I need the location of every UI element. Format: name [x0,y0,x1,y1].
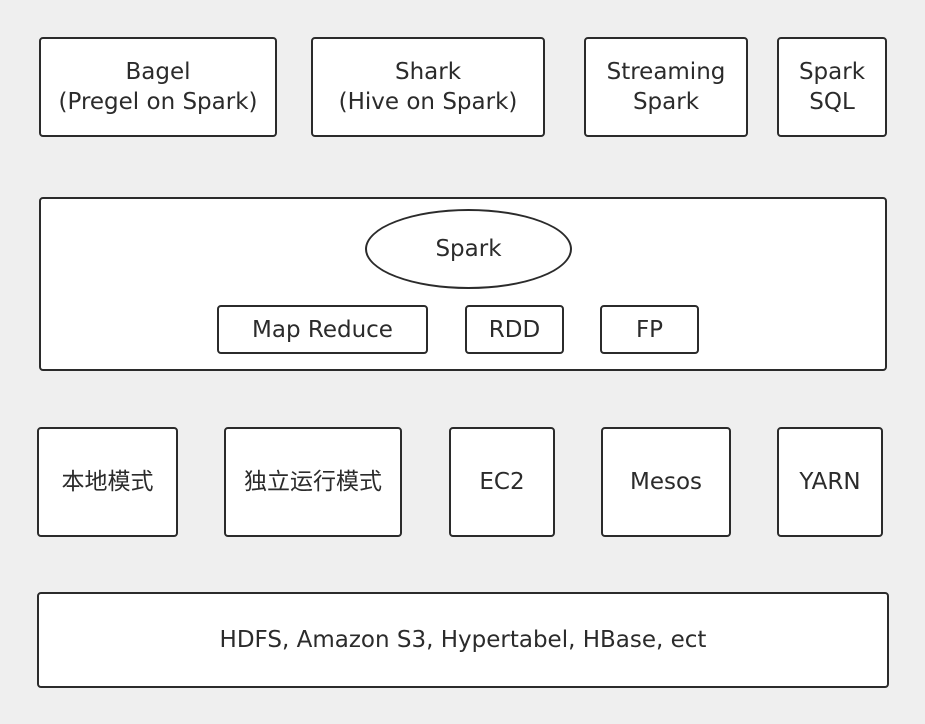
bagel-box: Bagel (Pregel on Spark) [39,37,277,137]
shark-title: Shark [394,59,462,85]
streaming-spark-box: Streaming Spark [584,37,748,137]
fp-label: FP [635,316,664,343]
spark-sql-line2: SQL [809,89,855,115]
standalone-mode-label: 独立运行模式 [244,469,382,495]
spark-ellipse: Spark [365,209,572,289]
standalone-mode-box: 独立运行模式 [224,427,402,537]
fp-box: FP [600,305,699,354]
rdd-label: RDD [488,316,541,343]
ec2-box: EC2 [449,427,555,537]
shark-subtitle: (Hive on Spark) [338,89,518,115]
bagel-title: Bagel [125,59,191,85]
local-mode-box: 本地模式 [37,427,178,537]
storage-label: HDFS, Amazon S3, Hypertabel, HBase, ect [219,627,707,653]
rdd-box: RDD [465,305,564,354]
mesos-label: Mesos [629,469,703,495]
yarn-label: YARN [799,469,861,495]
streaming-spark-line2: Spark [632,89,700,115]
local-mode-label: 本地模式 [61,469,154,495]
streaming-spark-line1: Streaming [606,59,726,85]
storage-box: HDFS, Amazon S3, Hypertabel, HBase, ect [37,592,889,688]
bagel-subtitle: (Pregel on Spark) [58,89,258,115]
shark-box: Shark (Hive on Spark) [311,37,545,137]
map-reduce-box: Map Reduce [217,305,428,354]
spark-sql-box: Spark SQL [777,37,887,137]
mesos-box: Mesos [601,427,731,537]
spark-sql-line1: Spark [798,59,866,85]
yarn-box: YARN [777,427,883,537]
spark-label: Spark [435,236,502,262]
ec2-label: EC2 [479,469,525,495]
map-reduce-label: Map Reduce [252,316,393,343]
